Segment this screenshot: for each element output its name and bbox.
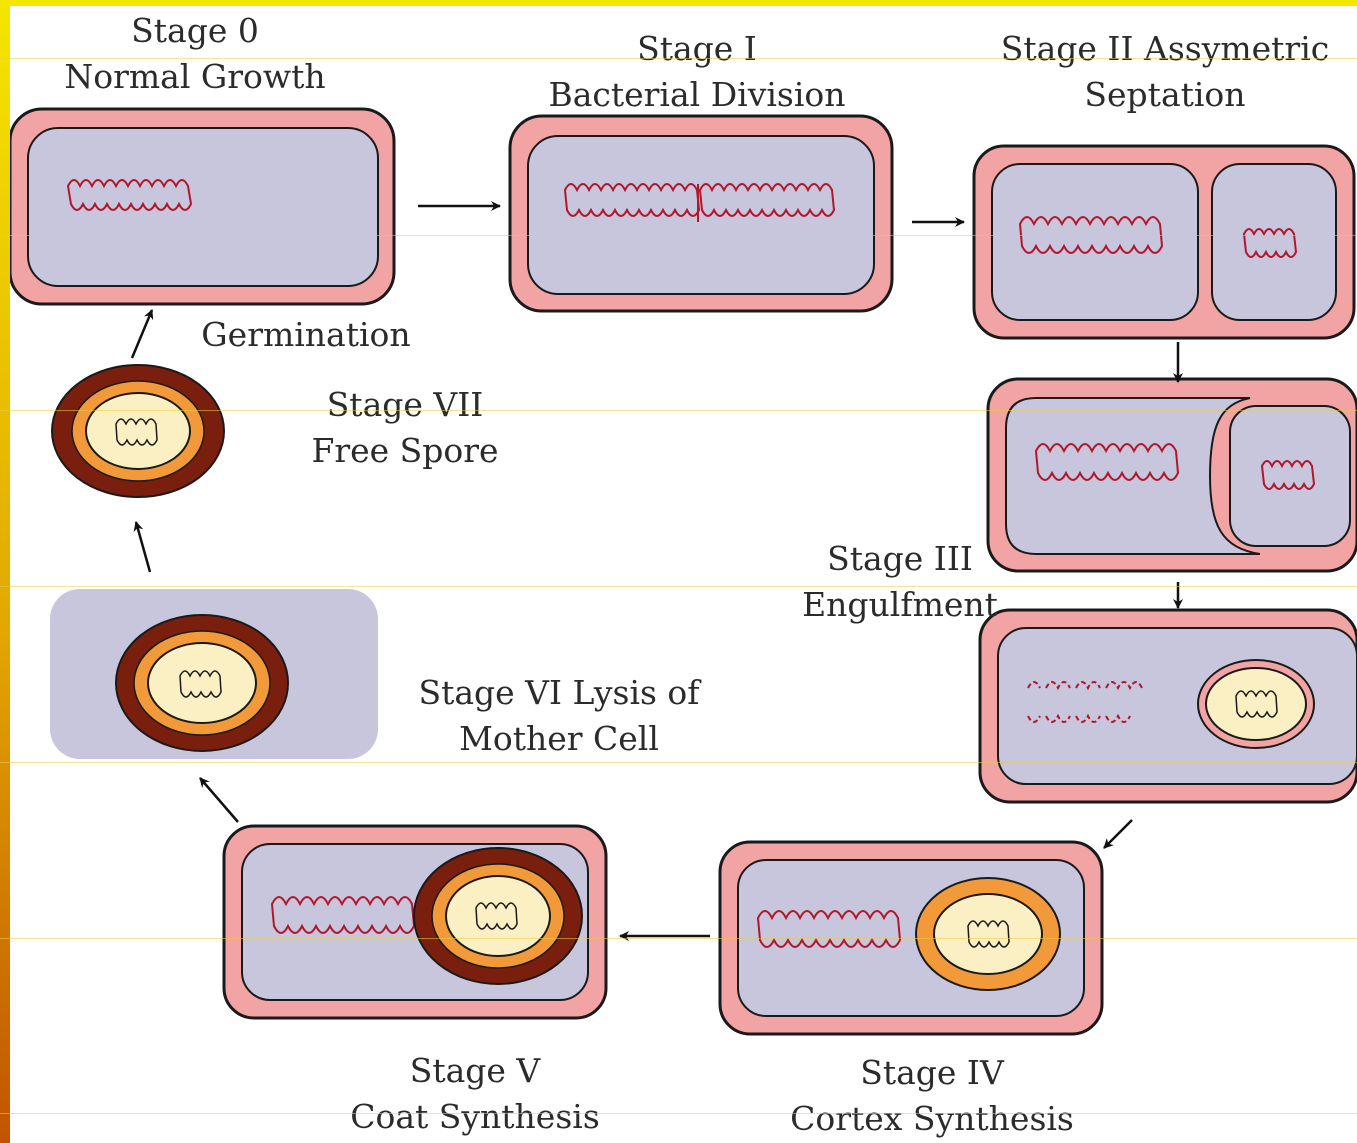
- stage-4-title: Stage IV: [860, 1053, 1004, 1092]
- stage-5-subtitle: Coat Synthesis: [350, 1097, 600, 1136]
- dna-coil-stage-2-forespore: [1242, 228, 1298, 258]
- stage-6-lysis: [50, 589, 378, 759]
- stage-1-label: Stage I Bacterial Division: [542, 26, 852, 118]
- stage-2-cell: [972, 144, 1356, 340]
- stage-5-title: Stage V: [409, 1051, 541, 1090]
- stage-6-title: Stage VI Lysis of: [418, 673, 700, 712]
- stage-4-subtitle: Cortex Synthesis: [790, 1099, 1074, 1138]
- stage-7-label: Stage VII Free Spore: [310, 382, 500, 474]
- dna-coil-stage-1-right: [698, 183, 836, 217]
- stage-7-free-spore: [51, 364, 225, 498]
- guide-line: [0, 235, 1357, 236]
- diagram-canvas: Stage 0 Normal Growth Stage I Bacterial …: [10, 6, 1357, 1143]
- arrow-to-stage4: [1103, 819, 1133, 849]
- stage-2-label: Stage II Assymetric Septation: [1000, 26, 1330, 118]
- stage-0-cell: [10, 107, 396, 306]
- stage-7-subtitle: Free Spore: [311, 431, 499, 470]
- arrow-stage5-to-stage6: [199, 777, 239, 823]
- stage-1-subtitle: Bacterial Division: [548, 75, 846, 114]
- dna-coil-stage-4: [756, 910, 902, 948]
- dna-coil-stage-0: [66, 179, 193, 211]
- germination-label: Germination: [196, 312, 416, 358]
- stage-0-subtitle: Normal Growth: [64, 57, 326, 96]
- guide-line: [0, 938, 1357, 939]
- stage-3-subtitle: Engulfment: [802, 585, 998, 624]
- arrow-germination: [130, 309, 154, 359]
- guide-line: [0, 58, 1357, 59]
- stage-5-label: Stage V Coat Synthesis: [340, 1048, 610, 1140]
- stage-1-title: Stage I: [637, 29, 757, 68]
- stage-0-title: Stage 0: [131, 11, 259, 50]
- stage-3-title: Stage III: [827, 539, 973, 578]
- germination-text: Germination: [201, 315, 411, 354]
- cycle-arrows: [130, 201, 1183, 941]
- stage-3-engulfment-cell: [986, 377, 1357, 573]
- guide-line: [0, 586, 1357, 587]
- dna-coil-stage-3-forespore: [1260, 460, 1316, 490]
- stage-4-label: Stage IV Cortex Synthesis: [782, 1050, 1082, 1142]
- stage-1-cell: [508, 114, 894, 313]
- arrow-stage6-to-stage7: [133, 521, 152, 573]
- stage-3-4-transition-cell: [978, 608, 1357, 804]
- dna-coil-stage-2-mother: [1018, 216, 1164, 254]
- stage-6-label: Stage VI Lysis of Mother Cell: [414, 670, 704, 762]
- guide-line: [0, 1113, 1357, 1114]
- stage-5-cell: [222, 824, 608, 1020]
- sporulation-cycle-diagram: [10, 107, 1357, 1036]
- guide-line: [0, 762, 1357, 763]
- stage-2-title: Stage II Assymetric: [1000, 29, 1330, 68]
- dna-fragmented: [1027, 681, 1143, 723]
- stage-0-label: Stage 0 Normal Growth: [50, 8, 340, 100]
- stage-2-subtitle: Septation: [1084, 75, 1246, 114]
- dna-coil-stage-3-mother: [1034, 443, 1180, 481]
- stage-7-title: Stage VII: [326, 385, 484, 424]
- stage-3-label: Stage III Engulfment: [800, 536, 1000, 628]
- guide-line: [0, 410, 1357, 411]
- stage-6-subtitle: Mother Cell: [459, 719, 659, 758]
